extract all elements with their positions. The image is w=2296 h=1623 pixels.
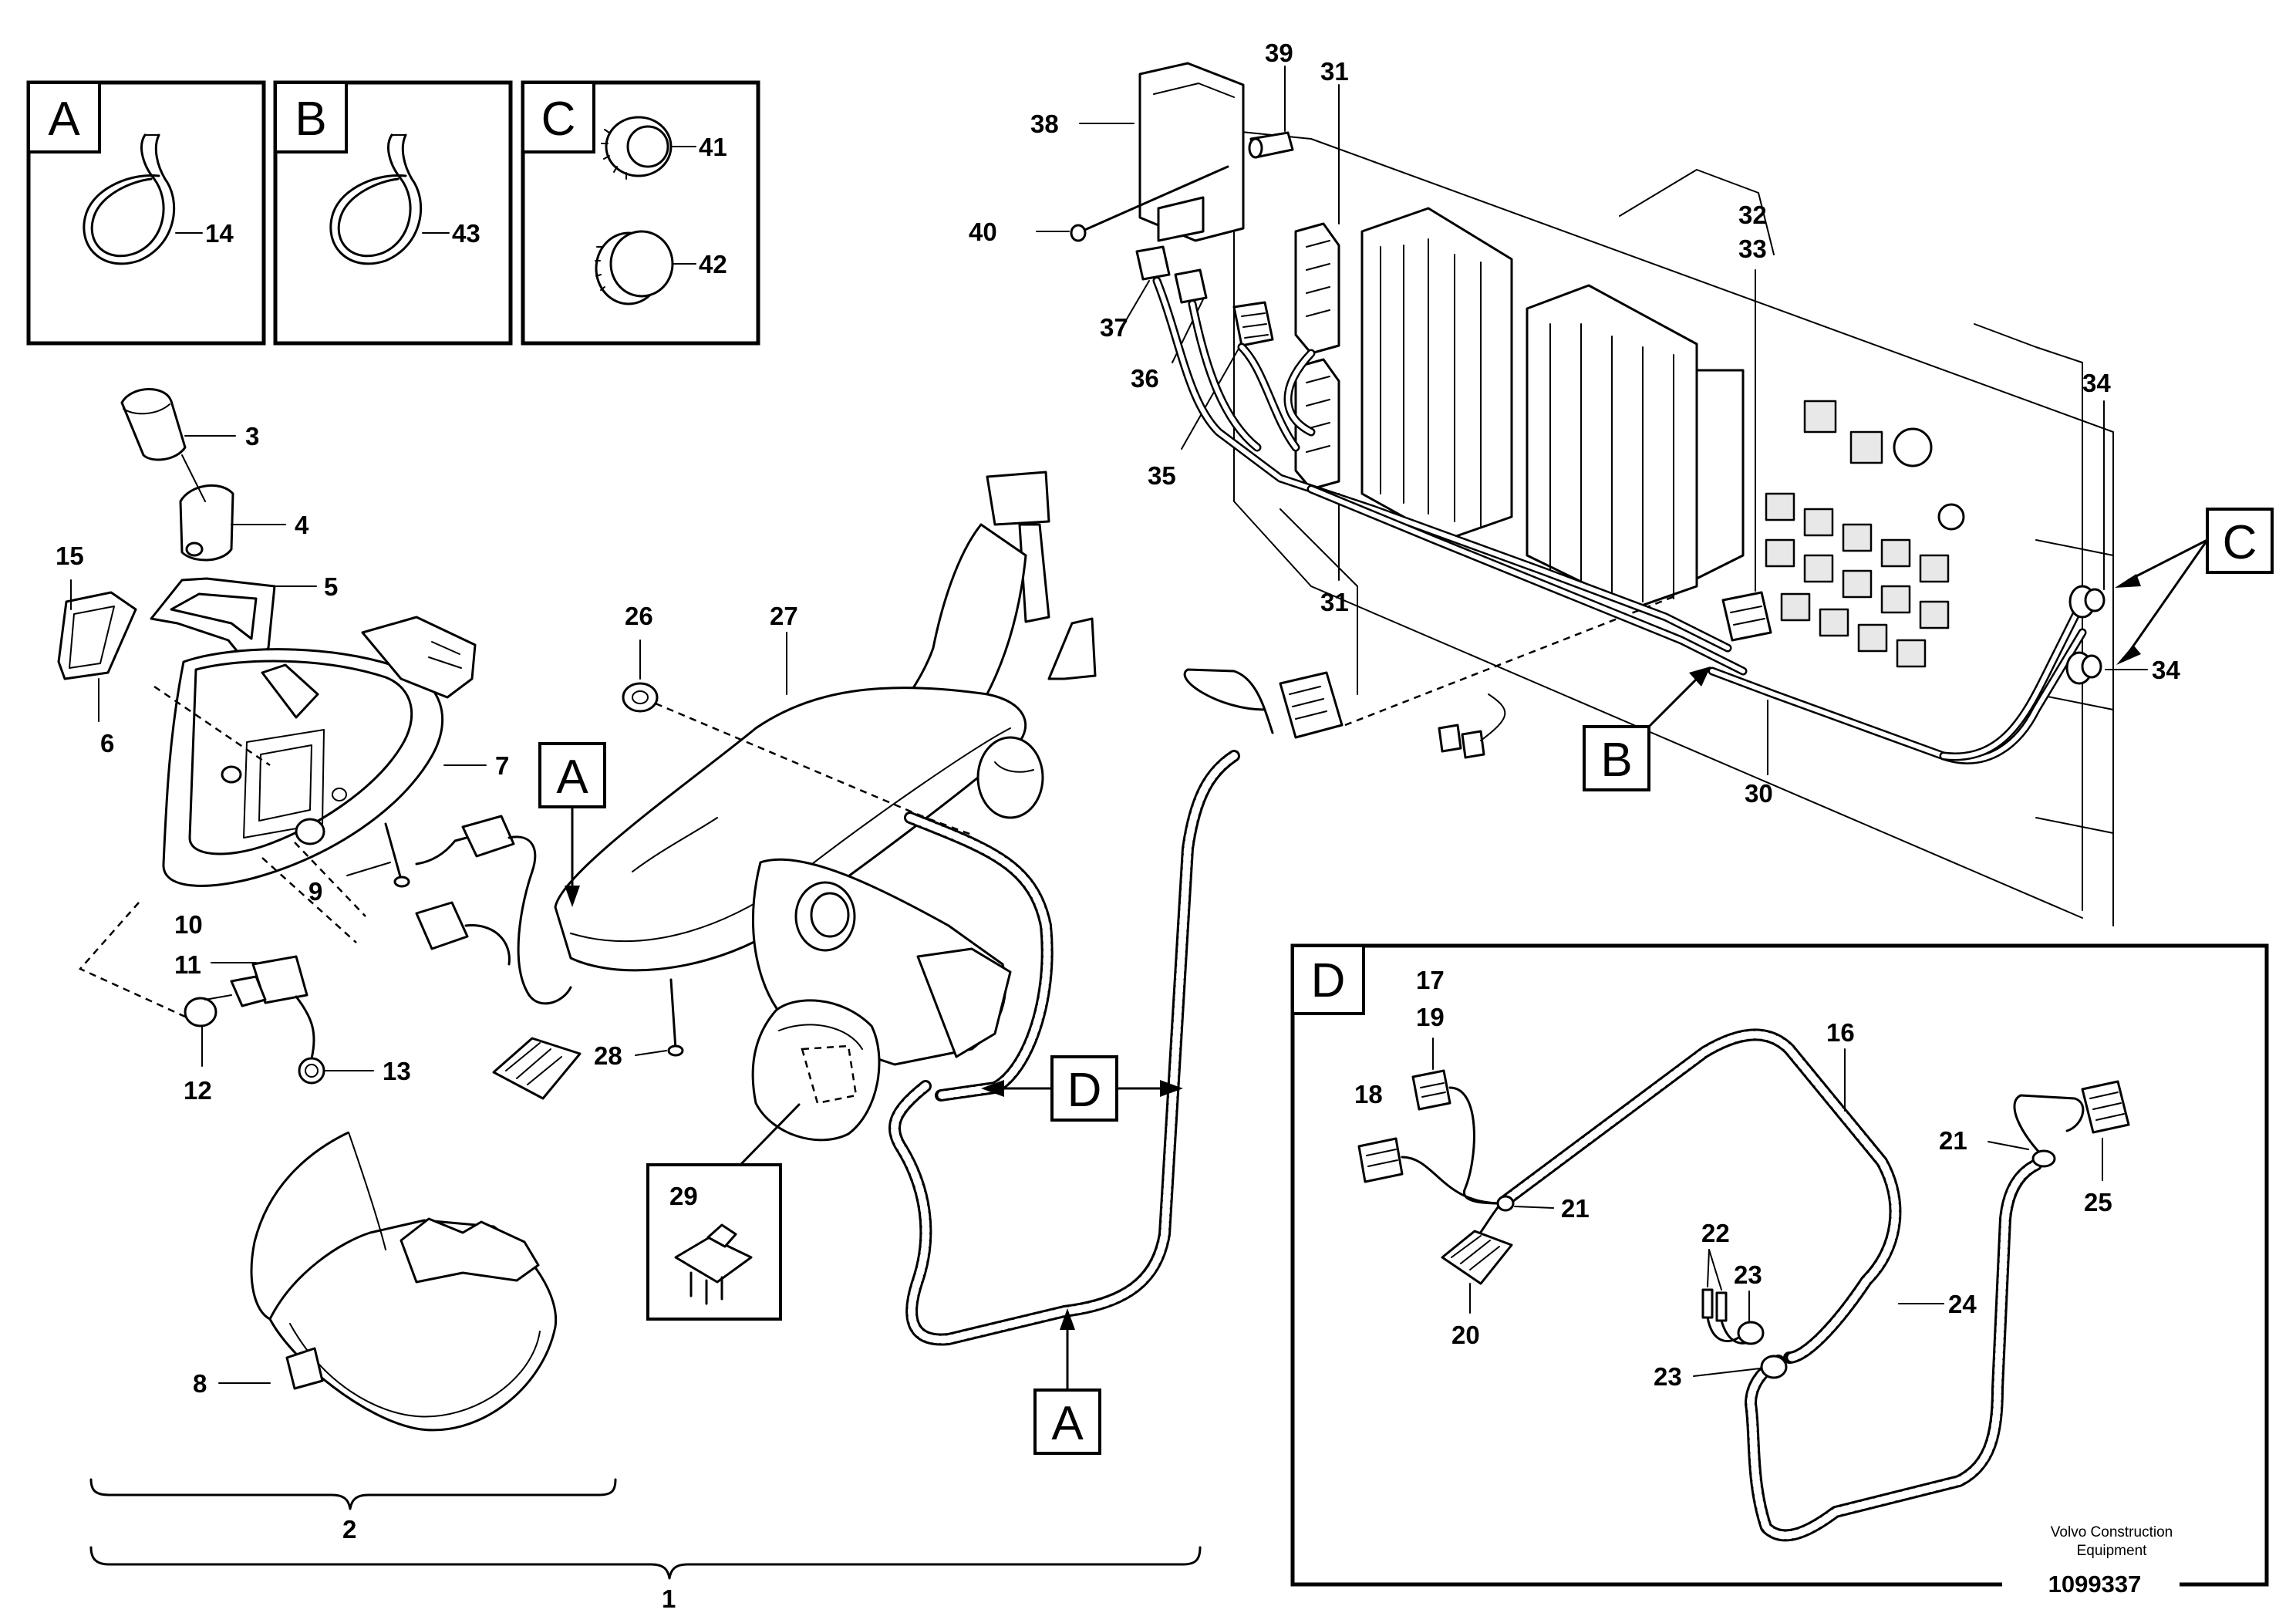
detail-box-c-letter: C [541, 93, 576, 146]
relay-block [1765, 400, 1965, 668]
callout-9: 9 [308, 877, 322, 906]
callout-32: 32 [1738, 201, 1767, 229]
callout-15: 15 [56, 542, 84, 570]
callout-6: 6 [100, 729, 114, 758]
cap-42-drawing [595, 230, 674, 305]
callout-7: 7 [495, 751, 509, 780]
grommet-41-drawing [601, 116, 673, 180]
detail-flag-a-hose: A [1051, 1397, 1084, 1450]
callout-19: 19 [1416, 1003, 1445, 1031]
callout-29: 29 [669, 1182, 698, 1210]
detail-box-d: D 16 24 25 21 17 19 18 20 [1290, 943, 2269, 1598]
callout-23-top: 23 [1734, 1260, 1762, 1289]
callout-41: 41 [699, 133, 727, 161]
detail-flag-d: D [1067, 1064, 1102, 1117]
callout-34-top: 34 [2082, 369, 2111, 397]
cable-tie-14-drawing [83, 133, 176, 265]
callout-31-top: 31 [1320, 57, 1349, 86]
detail-box-d-letter: D [1311, 954, 1346, 1007]
detail-box-a-letter: A [48, 93, 80, 146]
detail-box-b: B 43 [273, 80, 513, 346]
callout-27: 27 [770, 602, 798, 630]
callout-28: 28 [594, 1041, 622, 1070]
callout-18: 18 [1354, 1080, 1383, 1108]
detail-box-a: A 14 [26, 80, 266, 346]
callout-38: 38 [1030, 110, 1059, 138]
callout-43: 43 [452, 219, 480, 248]
callout-5: 5 [324, 572, 338, 601]
armrest-assembly: 27 26 28 A [538, 471, 1677, 1455]
callout-33: 33 [1738, 235, 1767, 263]
callout-30: 30 [1745, 779, 1773, 808]
control-panel-assembly: 3 4 5 15 6 7 9 [56, 388, 582, 1432]
callout-42: 42 [699, 250, 727, 278]
callout-22: 22 [1701, 1219, 1730, 1247]
detail-flag-a-harness: A [556, 751, 588, 804]
assembly-braces: 2 1 [89, 1478, 1202, 1613]
detail-box-c: C 41 42 [521, 80, 760, 346]
callout-10: 10 [174, 910, 203, 939]
callout-31-bottom: 31 [1320, 588, 1349, 616]
detail-flag-b-cab: B [1600, 734, 1632, 787]
callout-13: 13 [383, 1057, 411, 1085]
document-number: 1099337 [2048, 1571, 2142, 1598]
callout-21-right: 21 [1939, 1126, 1967, 1155]
callout-20: 20 [1451, 1321, 1480, 1349]
credit-line-2: Equipment [2077, 1543, 2148, 1559]
callout-21-left: 21 [1561, 1194, 1590, 1223]
callout-25: 25 [2084, 1188, 2112, 1216]
callout-40: 40 [969, 218, 997, 246]
callout-24: 24 [1948, 1290, 1977, 1318]
callout-4: 4 [295, 511, 309, 539]
callout-35: 35 [1148, 461, 1176, 490]
callout-14: 14 [205, 219, 234, 248]
callout-34-bottom: 34 [2152, 656, 2180, 684]
callout-37: 37 [1100, 313, 1128, 342]
callout-26: 26 [625, 602, 653, 630]
callout-3: 3 [245, 422, 259, 450]
cable-tie-43-drawing [329, 133, 423, 265]
callout-8: 8 [193, 1369, 207, 1398]
cab-electrical-panel: 38 39 40 31 31 36 37 35 [969, 39, 2274, 926]
credit-line-1: Volvo Construction [2051, 1524, 2173, 1540]
callout-2: 2 [342, 1515, 356, 1544]
callout-1: 1 [662, 1584, 676, 1613]
callout-23-bottom: 23 [1654, 1362, 1682, 1391]
callout-11: 11 [174, 950, 201, 979]
callout-17: 17 [1416, 966, 1445, 994]
callout-12: 12 [184, 1076, 212, 1105]
callout-16: 16 [1826, 1018, 1855, 1047]
detail-flag-c-cab: C [2223, 516, 2257, 569]
callout-36: 36 [1131, 364, 1159, 393]
callout-39: 39 [1265, 39, 1293, 67]
detail-box-b-letter: B [295, 93, 326, 146]
